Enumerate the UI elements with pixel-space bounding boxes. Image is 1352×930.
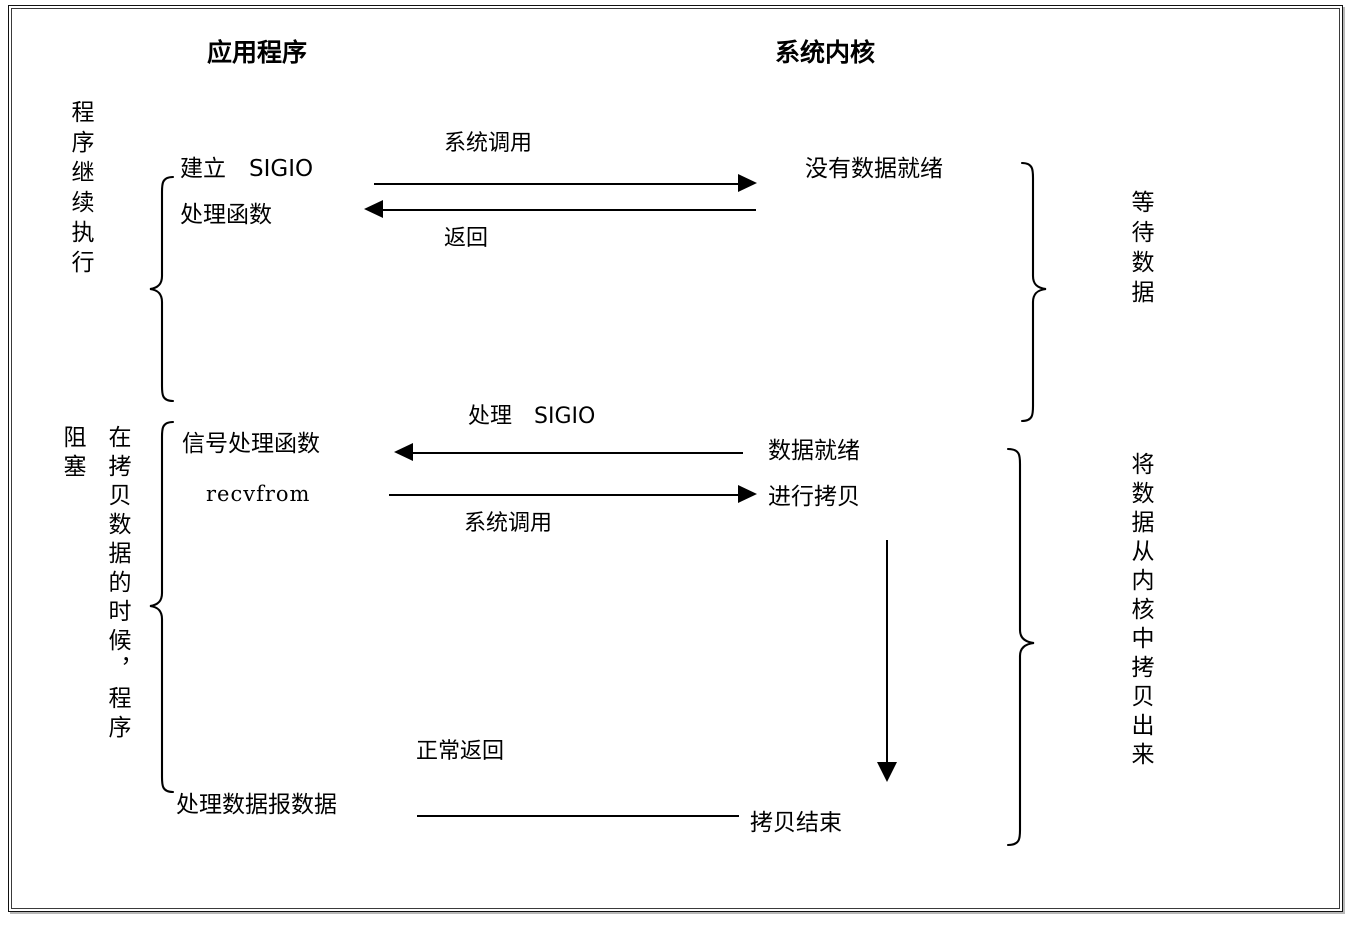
arrow-label-syscall-2: 系统调用 xyxy=(464,511,553,536)
annotation-copy-from-kernel: 将数据从内核中拷贝出来 xyxy=(1127,452,1154,771)
step-setup-sigio-line2: 处理函数 xyxy=(180,202,272,228)
brace-blocked xyxy=(148,420,175,794)
arrow-label-normal-return: 正常返回 xyxy=(416,739,505,764)
arrow-head-return-1 xyxy=(364,200,383,218)
step-recvfrom: recvfrom xyxy=(206,482,311,506)
arrow-line-syscall-2 xyxy=(389,494,740,496)
arrow-head-syscall-1 xyxy=(738,174,757,192)
arrow-head-handle-sigio xyxy=(394,443,413,461)
step-doing-copy: 进行拷贝 xyxy=(768,484,860,510)
annotation-waiting-for-data: 等待数据 xyxy=(1127,190,1154,310)
step-signal-handler: 信号处理函数 xyxy=(182,431,320,457)
step-process-datagram: 处理数据报数据 xyxy=(176,792,337,818)
header-kernel: 系统内核 xyxy=(775,38,876,67)
diagram-frame xyxy=(8,5,1343,912)
header-application: 应用程序 xyxy=(207,38,308,67)
arrow-head-kernel-copy-progress xyxy=(877,762,897,782)
brace-copy-from-kernel xyxy=(1006,447,1036,847)
arrow-label-return-1: 返回 xyxy=(444,226,489,251)
brace-waiting-for-data xyxy=(1020,161,1048,423)
step-no-data-ready: 没有数据就绪 xyxy=(805,156,943,182)
arrow-head-syscall-2 xyxy=(738,485,757,503)
brace-program-continues xyxy=(148,175,175,403)
arrow-line-syscall-1 xyxy=(374,183,740,185)
annotation-blocked-detail: 在拷贝数据的时候，程序 xyxy=(104,425,131,744)
arrow-label-handle-sigio: 处理 SIGIO xyxy=(468,404,596,429)
arrow-label-syscall-1: 系统调用 xyxy=(444,131,533,156)
annotation-blocked: 阻塞 xyxy=(59,425,86,483)
annotation-program-continues: 程序继续执行 xyxy=(67,100,94,280)
arrow-line-return-1 xyxy=(378,209,756,211)
arrow-line-handle-sigio xyxy=(408,452,743,454)
step-copy-finished: 拷贝结束 xyxy=(750,810,842,836)
arrow-line-normal-return xyxy=(417,815,739,817)
step-setup-sigio-line1: 建立 SIGIO xyxy=(180,156,314,182)
arrow-line-kernel-copy-progress xyxy=(886,540,888,768)
step-data-ready: 数据就绪 xyxy=(768,438,860,464)
